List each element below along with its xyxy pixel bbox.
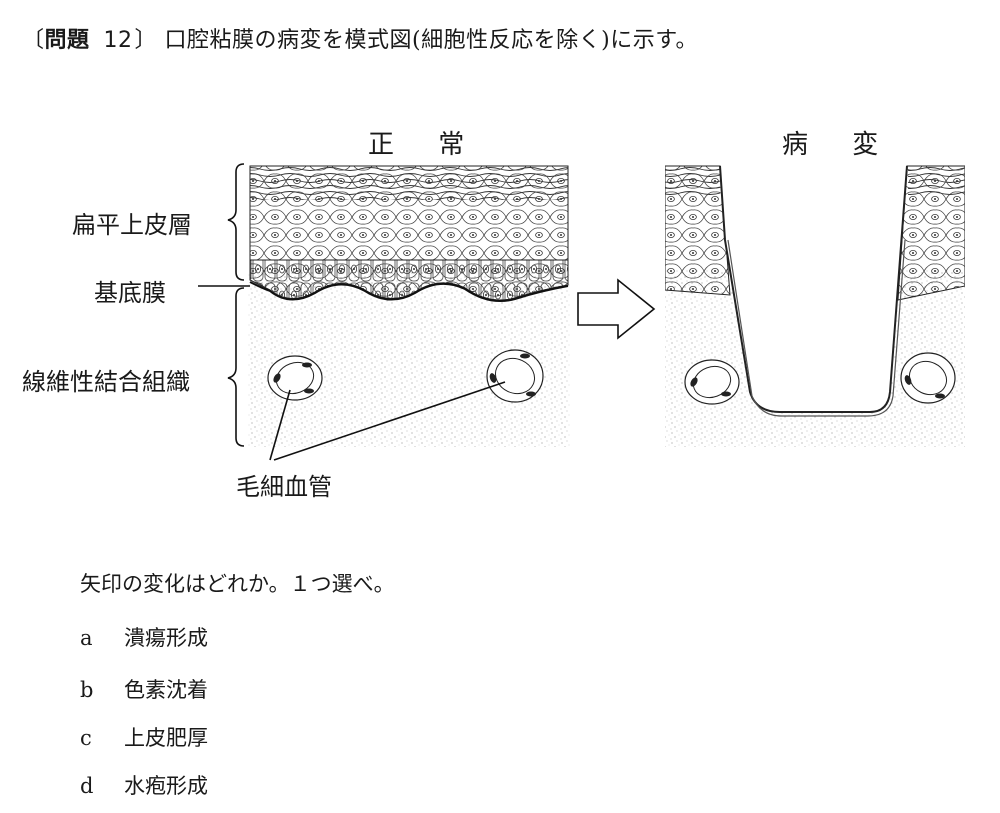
question-bracket-open: 〔 xyxy=(22,28,45,53)
brace-squamous xyxy=(227,163,245,281)
lesion-keratin-right xyxy=(908,166,965,196)
ulcer-base-line xyxy=(727,239,906,417)
lesion-tissue xyxy=(665,165,965,447)
choice-a[interactable]: a 潰瘍形成 xyxy=(80,622,208,652)
question-stem: 〔問題 12〕 口腔粘膜の病変を模式図(細胞性反応を除く)に示す。 xyxy=(22,22,698,54)
choice-text: 潰瘍形成 xyxy=(124,626,208,650)
choice-letter: d xyxy=(80,774,94,798)
brace-connective xyxy=(227,287,245,447)
basement-membrane-line xyxy=(249,281,569,302)
heading-lesion: 病 変 xyxy=(782,130,897,160)
question-prompt: 矢印の変化はどれか。１つ選べ。 xyxy=(80,572,395,596)
heading-normal: 正 常 xyxy=(368,130,483,160)
ulcer-defect xyxy=(719,165,908,413)
capillary-pointer-left xyxy=(269,389,291,461)
choice-c[interactable]: c 上皮肥厚 xyxy=(80,722,208,752)
choice-letter: c xyxy=(80,726,92,750)
question-bracket-close: 〕 xyxy=(134,28,158,53)
question-label: 問題 xyxy=(44,28,90,53)
choice-b[interactable]: b 色素沈着 xyxy=(80,674,208,704)
label-connective-tissue: 線維性結合組織 xyxy=(22,368,190,396)
layer-braces xyxy=(198,163,506,461)
question-text: 口腔粘膜の病変を模式図(細胞性反応を除く)に示す。 xyxy=(164,28,699,53)
capillary-pointer-right xyxy=(273,381,506,461)
choice-text: 水疱形成 xyxy=(124,774,208,798)
label-squamous-layer: 扁平上皮層 xyxy=(72,211,192,239)
label-basement-membrane: 基底膜 xyxy=(94,279,166,307)
capillary-right xyxy=(486,349,544,403)
lesion-keratin-left xyxy=(665,166,720,196)
choice-text: 上皮肥厚 xyxy=(124,726,208,750)
choice-letter: b xyxy=(80,678,94,702)
normal-tissue xyxy=(248,165,570,447)
lesion-capillary-right xyxy=(900,352,956,404)
basal-layer xyxy=(249,259,569,301)
lesion-capillary-left xyxy=(684,359,740,405)
choice-text: 色素沈着 xyxy=(124,678,208,702)
question-number: 12 xyxy=(103,28,133,53)
transition-arrow xyxy=(577,278,656,340)
capillary-left xyxy=(267,355,323,401)
choice-d[interactable]: d 水疱形成 xyxy=(80,770,208,800)
label-capillary: 毛細血管 xyxy=(236,473,332,501)
mucosa-diagram xyxy=(198,163,965,461)
choice-letter: a xyxy=(80,626,93,650)
keratin-layer xyxy=(250,166,568,200)
